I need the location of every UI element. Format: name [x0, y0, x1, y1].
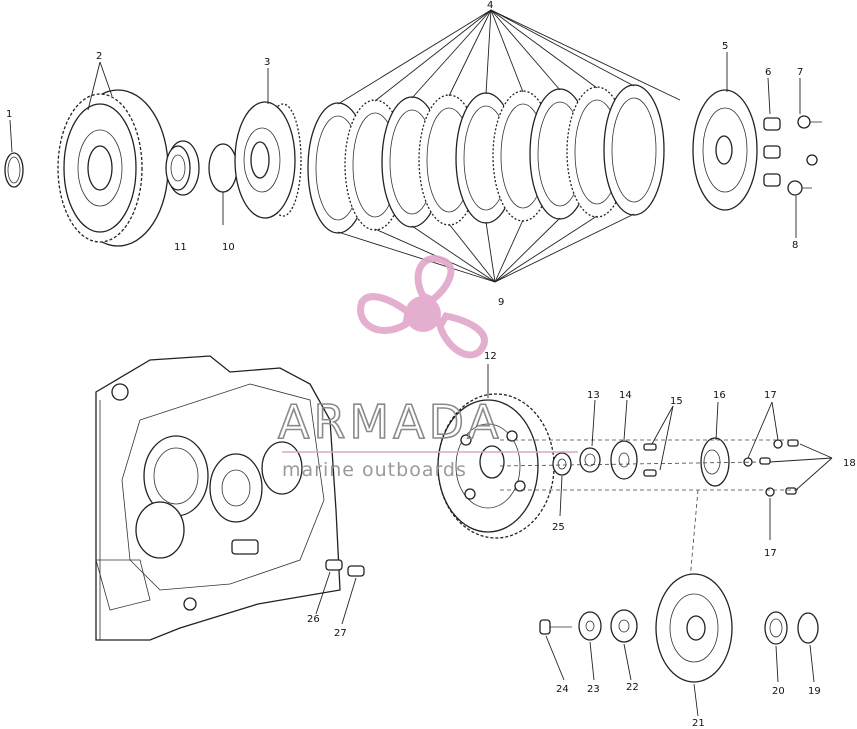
label-11: 11 [174, 242, 187, 253]
part-24-bolt [539, 619, 572, 635]
leader-lines-lower [315, 364, 833, 717]
part-14-plate [610, 440, 638, 480]
label-21: 21 [692, 718, 705, 729]
label-18: 18 [843, 458, 856, 469]
part-2-gear-drum [57, 89, 169, 247]
label-14: 14 [619, 390, 632, 401]
engine-case [95, 355, 341, 641]
label-23: 23 [587, 684, 600, 695]
label-4: 4 [487, 0, 493, 11]
part-15-screws [643, 443, 657, 477]
label-8: 8 [792, 240, 798, 251]
part-10-snap-ring [208, 143, 238, 193]
label-20: 20 [772, 686, 785, 697]
part-21-cover [655, 573, 733, 683]
part-25-washer [552, 452, 572, 476]
part-16-hub [700, 437, 730, 487]
watermark-brand: ARMADA [278, 395, 503, 449]
label-1: 1 [6, 109, 12, 120]
label-12: 12 [484, 351, 497, 362]
part-8-washer [787, 180, 812, 196]
leader-lines-upper [9, 9, 801, 283]
label-3: 3 [264, 57, 270, 68]
label-16: 16 [713, 390, 726, 401]
label-17-bottom: 17 [764, 548, 777, 559]
callout-labels: 1 2 3 4 5 6 7 8 9 10 11 12 13 14 15 16 1… [6, 0, 856, 729]
label-24: 24 [556, 684, 569, 695]
part-3-clutch-hub [234, 101, 302, 219]
label-27: 27 [334, 628, 347, 639]
part-20-seal [764, 611, 788, 645]
part-11-bearing [165, 140, 200, 196]
label-10: 10 [222, 242, 235, 253]
part-26-pin [325, 559, 343, 571]
label-13: 13 [587, 390, 600, 401]
part-4-clutch-plates [307, 84, 665, 234]
part-7-bolts [797, 115, 822, 166]
watermark-tagline: marine outboards [282, 459, 467, 481]
part-19-snap-ring [797, 612, 819, 644]
label-2: 2 [96, 51, 102, 62]
part-17-washers [743, 439, 783, 497]
part-6-springs [763, 117, 781, 187]
label-15: 15 [670, 396, 683, 407]
label-9: 9 [498, 297, 504, 308]
label-22: 22 [626, 682, 639, 693]
part-27-pin [347, 565, 365, 577]
part-13-nut [579, 447, 601, 473]
label-17-top: 17 [764, 390, 777, 401]
label-25: 25 [552, 522, 565, 533]
part-5-pressure-plate [692, 89, 758, 211]
label-7: 7 [797, 67, 803, 78]
part-23-washer [578, 611, 602, 641]
part-22-spacer [610, 609, 638, 643]
assembly-axis-lines [499, 439, 800, 581]
part-1-ring [4, 152, 24, 188]
label-5: 5 [722, 41, 728, 52]
label-26: 26 [307, 614, 320, 625]
watermark-logo [357, 255, 488, 359]
label-6: 6 [765, 67, 771, 78]
part-18-bolts [759, 439, 799, 495]
label-19: 19 [808, 686, 821, 697]
part-12-gear-housing [437, 393, 555, 539]
